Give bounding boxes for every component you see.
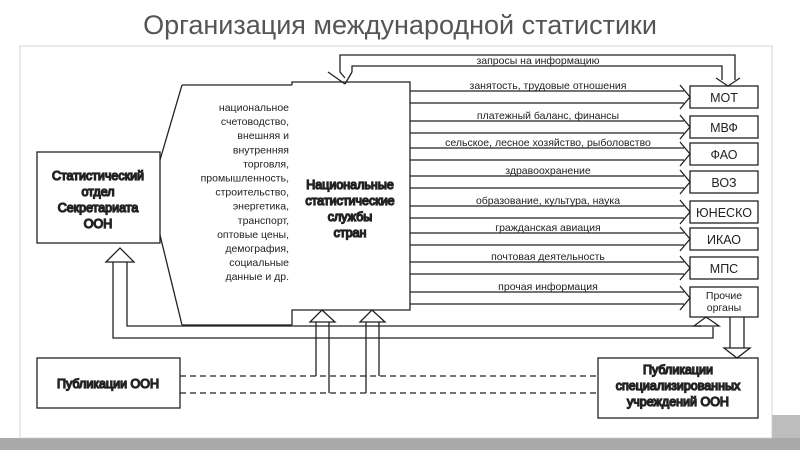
box-line: отдел xyxy=(81,185,114,199)
flow-label: платежный баланс, финансы xyxy=(477,110,619,122)
agency-name: ВОЗ xyxy=(711,176,736,190)
flow-label: гражданская авиация xyxy=(495,222,601,234)
un-publications-box: Публикации ООН xyxy=(36,357,181,409)
agency-name: ЮНЕСКО xyxy=(696,206,752,220)
topic-item: торговля, xyxy=(243,158,289,170)
agency-name: органы xyxy=(707,302,741,314)
flow-arrow: платежный баланс, финансы xyxy=(410,110,691,140)
un-stat-division-box: Статистический отдел Секретариата ООН xyxy=(36,151,161,244)
requests-arrow: запросы на информацию xyxy=(327,54,741,87)
box-line: стран xyxy=(334,226,367,240)
slide-bottom-bar xyxy=(0,438,800,450)
agency-box: МПС xyxy=(689,256,759,280)
flow-label: прочая информация xyxy=(498,281,598,293)
topic-item: внутренняя xyxy=(233,144,289,156)
specialized-publications-box: Публикации специализированных учреждений… xyxy=(597,357,759,419)
topic-item: счетоводство, xyxy=(221,116,289,128)
publication-dashed-links xyxy=(180,309,598,394)
topic-item: социальные xyxy=(229,257,289,269)
topic-item: промышленность, xyxy=(201,173,289,185)
flow-arrow: почтовая деятельность xyxy=(410,251,691,281)
flow-arrow: образование, культура, наука xyxy=(410,195,691,225)
agency-box: ЮНЕСКО xyxy=(689,200,759,224)
feedback-arrow xyxy=(104,247,722,339)
box-line: Публикации xyxy=(643,363,713,377)
national-services-box: Национальные статистические службы стран xyxy=(291,81,411,325)
funnel-lines xyxy=(182,84,292,326)
other-bodies-to-publications-arrow xyxy=(722,317,752,359)
flow-arrow: занятость, трудовые отношения xyxy=(410,80,691,110)
topic-item: энергетика, xyxy=(233,201,289,213)
flow-arrow: прочая информация xyxy=(410,281,691,311)
funnel-lines xyxy=(159,84,183,326)
flow-label: образование, культура, наука xyxy=(476,195,620,207)
box-line: Статистический xyxy=(52,169,144,183)
agency-name: МПС xyxy=(710,262,738,276)
slide-title: Организация международной статистики xyxy=(143,10,657,40)
agency-box: ВОЗ xyxy=(689,170,759,194)
agency-name: МОТ xyxy=(710,91,738,105)
agency-name: ФАО xyxy=(710,148,737,162)
diagram-frame xyxy=(19,45,773,439)
flow-label: здравоохранение xyxy=(505,165,591,177)
statistics-topics-list: национальное счетоводство, внешняя и внутре… xyxy=(201,102,290,283)
agency-name: Прочие xyxy=(706,290,742,302)
topic-item: данные и др. xyxy=(225,271,289,283)
topic-item: демография, xyxy=(225,243,289,255)
flow-arrow: гражданская авиация xyxy=(410,222,691,252)
box-line: Секретариата xyxy=(58,201,139,215)
agency-box: МОТ xyxy=(689,85,759,109)
topic-item: транспорт, xyxy=(238,215,289,227)
topic-item: оптовые цены, xyxy=(217,229,289,241)
requests-label: запросы на информацию xyxy=(476,55,599,67)
flow-label: сельское, лесное хозяйство, рыболовство xyxy=(445,137,651,149)
agency-box: МВФ xyxy=(689,115,759,139)
flow-label: занятость, трудовые отношения xyxy=(470,80,627,92)
flow-arrow: здравоохранение xyxy=(410,165,691,195)
agency-name: ИКАО xyxy=(707,233,741,247)
flow-label: почтовая деятельность xyxy=(491,251,605,263)
agency-name: МВФ xyxy=(710,121,738,135)
box-line: специализированных xyxy=(616,379,741,393)
box-line: ООН xyxy=(84,217,112,231)
topic-item: национальное xyxy=(219,102,289,114)
box-line: службы xyxy=(328,210,373,224)
agency-box: ИКАО xyxy=(689,227,759,251)
topic-item: строительство, xyxy=(215,187,289,199)
box-line: статистические xyxy=(305,194,394,208)
flow-arrow: сельское, лесное хозяйство, рыболовство xyxy=(410,137,691,167)
box-line: Национальные xyxy=(306,178,394,192)
topic-item: внешняя и xyxy=(237,130,289,142)
box-line: учреждений ООН xyxy=(627,395,729,409)
box-line: Публикации ООН xyxy=(57,377,159,391)
agency-box: ФАО xyxy=(689,142,759,166)
